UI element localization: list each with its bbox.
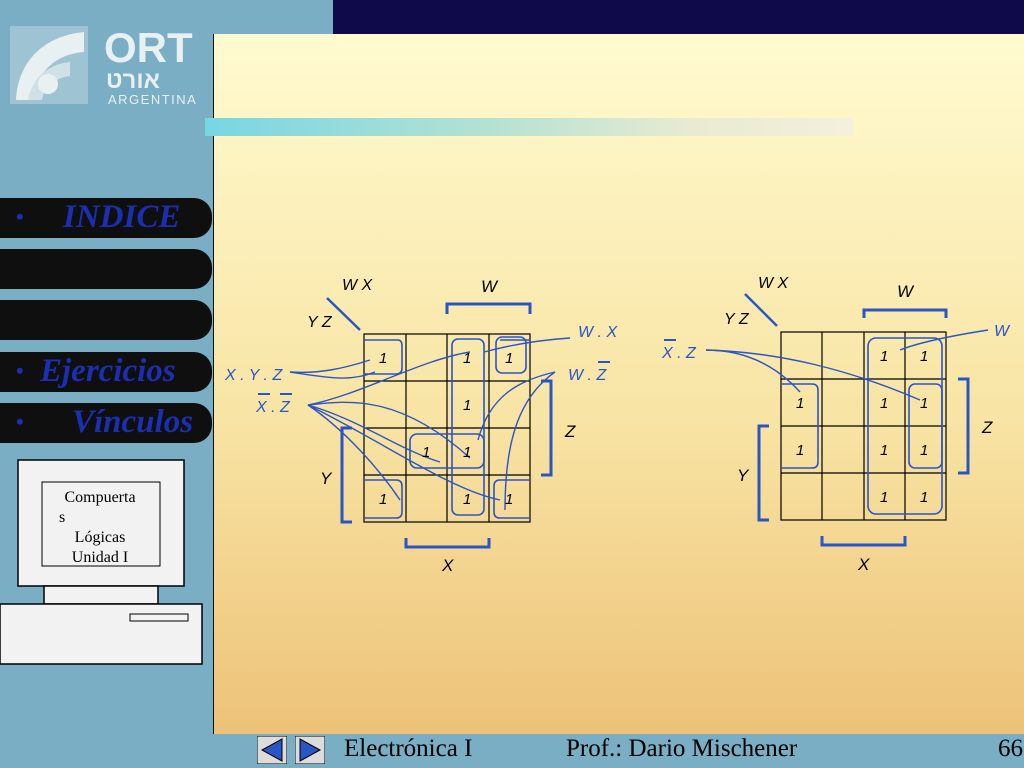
map1-bracket-y (340, 426, 352, 524)
nav-button-vinculos[interactable]: • Vínculos (0, 403, 212, 443)
map2-cell-values: 1 1 1 1 1 1 1 1 1 1 (796, 348, 928, 506)
map1-cell-one: 1 (463, 444, 471, 461)
map2-cell-one: 1 (880, 395, 888, 412)
arrow-right-icon (299, 738, 322, 762)
map1-cell-one: 1 (505, 350, 513, 367)
bullet-icon: • (16, 204, 24, 229)
map2-corner-left: Y Z (724, 311, 750, 328)
map2-bracket-z (958, 377, 970, 475)
computer-text-line-1: Compuerta (64, 489, 136, 506)
map2-bracket-x (820, 536, 907, 547)
map1-term-xz: X . Z (255, 399, 291, 416)
nav-label-indice: INDICE (63, 199, 181, 235)
map1-cell-one: 1 (463, 350, 471, 367)
map2-label-x: X (857, 555, 870, 574)
map1-term-pointers (289, 337, 571, 511)
footer-page-number: 66 (998, 735, 1023, 762)
map2-cell-one: 1 (920, 489, 928, 506)
map2-term-xz: X . Z (661, 345, 697, 362)
map2-corner-diagonal (744, 293, 778, 327)
map2-cell-one: 1 (796, 395, 804, 412)
map2-cell-one: 1 (880, 442, 888, 459)
map2-cell-one: 1 (880, 489, 888, 506)
footer-bar (213, 734, 1024, 768)
map2-label-z: Z (981, 418, 993, 437)
map2-cell-one: 1 (796, 442, 804, 459)
map1-label-z: Z (564, 422, 576, 441)
map1-label-w: W (481, 277, 499, 296)
map1-cell-values: 1 1 1 1 1 1 1 1 1 (379, 350, 513, 508)
nav-label-vinculos: Vínculos (72, 404, 194, 440)
map1-cell-one: 1 (505, 491, 513, 508)
map1-cell-one: 1 (379, 350, 387, 367)
map2-label-y: Y (737, 466, 750, 485)
bullet-icon: • (16, 409, 24, 434)
ort-logo: ORT אורט ARGENTINA (8, 22, 208, 110)
logo-ort-text: ORT (104, 24, 193, 71)
nav-button-indice[interactable]: • INDICE (0, 198, 212, 238)
map1-corner-diagonal (326, 297, 361, 331)
computer-text-line-4: Unidad I (71, 549, 129, 566)
map1-cell-one: 1 (463, 397, 471, 414)
computer-icon[interactable] (0, 0, 213, 670)
map2-cell-one: 1 (920, 442, 928, 459)
map2-groupings (781, 337, 943, 515)
map1-label-y: Y (320, 469, 333, 488)
map2-cell-one: 1 (920, 395, 928, 412)
map1-corner-left: Y Z (307, 314, 333, 331)
map2-cell-one: 1 (920, 348, 928, 365)
top-bar (333, 0, 1024, 34)
map1-term-wx: W . X (578, 324, 618, 341)
map1-bracket-w (445, 302, 532, 314)
title-gradient-bar (205, 118, 853, 136)
map1-cell-one: 1 (463, 491, 471, 508)
karnaugh-map-1: W X Y Z W Z Y X (224, 277, 618, 575)
computer-text-line-3: Lógicas (74, 529, 126, 546)
map1-cell-one: 1 (379, 491, 387, 508)
map1-term-wz: W . Z (568, 367, 607, 384)
nav-label-ejercicios: Ejercicios (40, 353, 176, 389)
nav-button-ejercicios[interactable]: • Ejercicios (0, 352, 212, 392)
slide-content-area (213, 34, 1024, 734)
prev-slide-button[interactable] (257, 736, 287, 764)
karnaugh-map-2: W X Y Z W Z Y X W X . Z 1 1 1 (661, 275, 1011, 574)
map2-corner-top: W X (758, 275, 790, 292)
map1-term-xyz: X . Y . Z (224, 367, 283, 384)
map1-bracket-x (404, 538, 491, 549)
map1-bracket-z (541, 379, 553, 477)
logo-gear-icon (10, 26, 88, 104)
map2-cell-one: 1 (880, 348, 888, 365)
map1-label-x: X (441, 556, 454, 575)
arrow-left-icon (260, 738, 283, 762)
bullet-icon: • (16, 358, 24, 383)
map2-bracket-y (757, 424, 769, 522)
footer-course: Electrónica I (344, 735, 473, 762)
map1-corner-top: W X (342, 277, 374, 294)
next-slide-button[interactable] (295, 736, 325, 764)
map2-bracket-w (862, 308, 948, 318)
map2-term-pointers (705, 329, 989, 401)
map1-cell-one: 1 (422, 444, 430, 461)
logo-hebrew-text: אורט (106, 67, 160, 94)
nav-button-empty-1[interactable] (0, 249, 212, 289)
map2-label-w: W (897, 282, 915, 301)
map2-term-w: W (994, 323, 1011, 340)
computer-screen-text: Compuerta s Lógicas Unidad I (47, 488, 153, 568)
map2-grid (780, 331, 947, 521)
footer-professor: Prof.: Dario Mischener (566, 735, 798, 762)
logo-country-text: ARGENTINA (108, 92, 197, 107)
nav-button-empty-2[interactable] (0, 300, 212, 340)
computer-text-line-2: s (59, 509, 66, 526)
